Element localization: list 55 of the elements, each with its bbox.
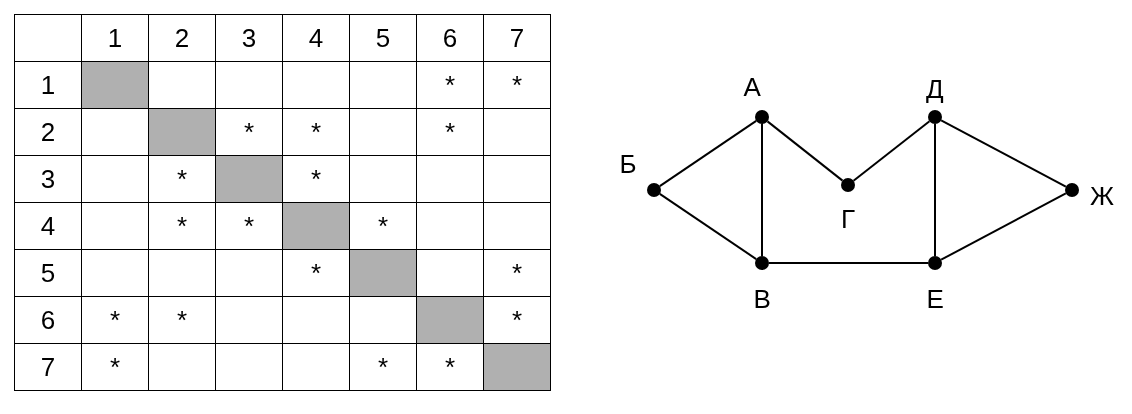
column-number: 5 [375,22,391,53]
asterisk-mark: * [109,351,121,382]
vertex-dot [841,178,855,192]
asterisk-mark: * [243,116,255,147]
column-number: 2 [174,22,190,53]
asterisk-mark: * [176,304,188,335]
vertex-dot [755,110,769,124]
asterisk-mark: * [511,257,523,288]
graph-edge [658,192,758,261]
graph-edge [768,262,929,264]
asterisk-mark: * [310,163,322,194]
graph-edge [766,120,844,182]
vertex-label: Б [619,151,637,177]
asterisk-mark: * [444,116,456,147]
asterisk-mark: * [444,351,456,382]
asterisk-mark: * [310,116,322,147]
asterisk-mark: * [176,163,188,194]
row-number: 1 [40,69,56,100]
column-number: 7 [509,22,525,53]
row-number: 4 [40,210,56,241]
vertex-label: Ж [1090,183,1114,209]
vertex-label: А [743,74,761,100]
vertex-dot [928,110,942,124]
vertex-dot [755,256,769,270]
graph-edge [934,123,936,257]
row-number: 7 [40,351,56,382]
vertex-dot [1065,183,1079,197]
vertex-label: Е [926,286,944,312]
asterisk-mark: * [511,304,523,335]
column-number: 4 [308,22,324,53]
asterisk-mark: * [444,69,456,100]
graph-edge [852,120,931,182]
graph-edge [940,119,1067,188]
row-number: 6 [40,304,56,335]
asterisk-mark: * [377,210,389,241]
asterisk-mark: * [310,257,322,288]
asterisk-mark: * [109,304,121,335]
row-number: 3 [40,163,56,194]
vertex-label: Д [926,76,944,102]
column-number: 1 [107,22,123,53]
vertex-label: Г [841,206,856,232]
graph-edge [658,119,758,188]
asterisk-mark: * [243,210,255,241]
asterisk-mark: * [511,69,523,100]
row-number: 5 [40,257,56,288]
vertex-dot [928,256,942,270]
graph-edge [761,123,763,257]
row-number: 2 [40,116,56,147]
graph-edge [940,192,1067,261]
column-number: 6 [442,22,458,53]
vertex-label: В [753,286,771,312]
vertex-dot [647,183,661,197]
asterisk-mark: * [176,210,188,241]
asterisk-mark: * [377,351,389,382]
column-number: 3 [241,22,257,53]
